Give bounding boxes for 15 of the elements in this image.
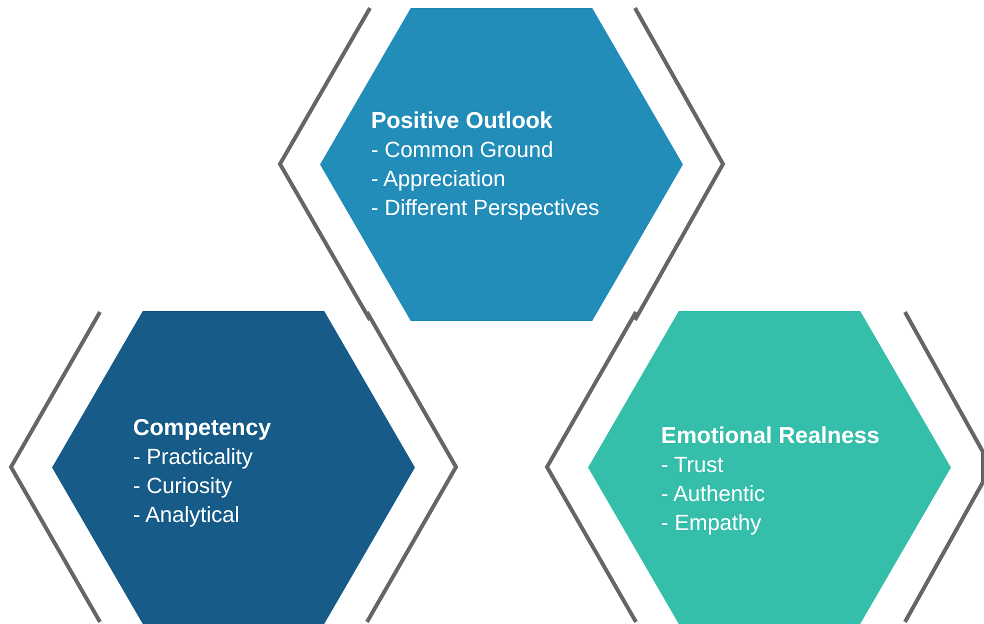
hexagon — [52, 311, 415, 624]
hexagon-heading: Emotional Realness — [661, 421, 880, 450]
hexagon — [588, 311, 951, 624]
list-item: - Authentic — [661, 480, 765, 508]
list-item: - Trust — [661, 451, 724, 479]
hexagon-heading: Competency — [133, 413, 272, 442]
hexagon-heading: Positive Outlook — [371, 106, 552, 135]
list-item: - Appreciation — [371, 165, 506, 193]
list-item: - Different Perspectives — [371, 194, 600, 222]
list-item: - Curiosity — [133, 472, 232, 500]
list-item: - Analytical — [133, 501, 240, 529]
list-item: - Practicality — [133, 443, 253, 471]
list-item: - Empathy — [661, 509, 762, 537]
hexagon — [320, 8, 683, 321]
list-item: - Common Ground — [371, 136, 554, 164]
